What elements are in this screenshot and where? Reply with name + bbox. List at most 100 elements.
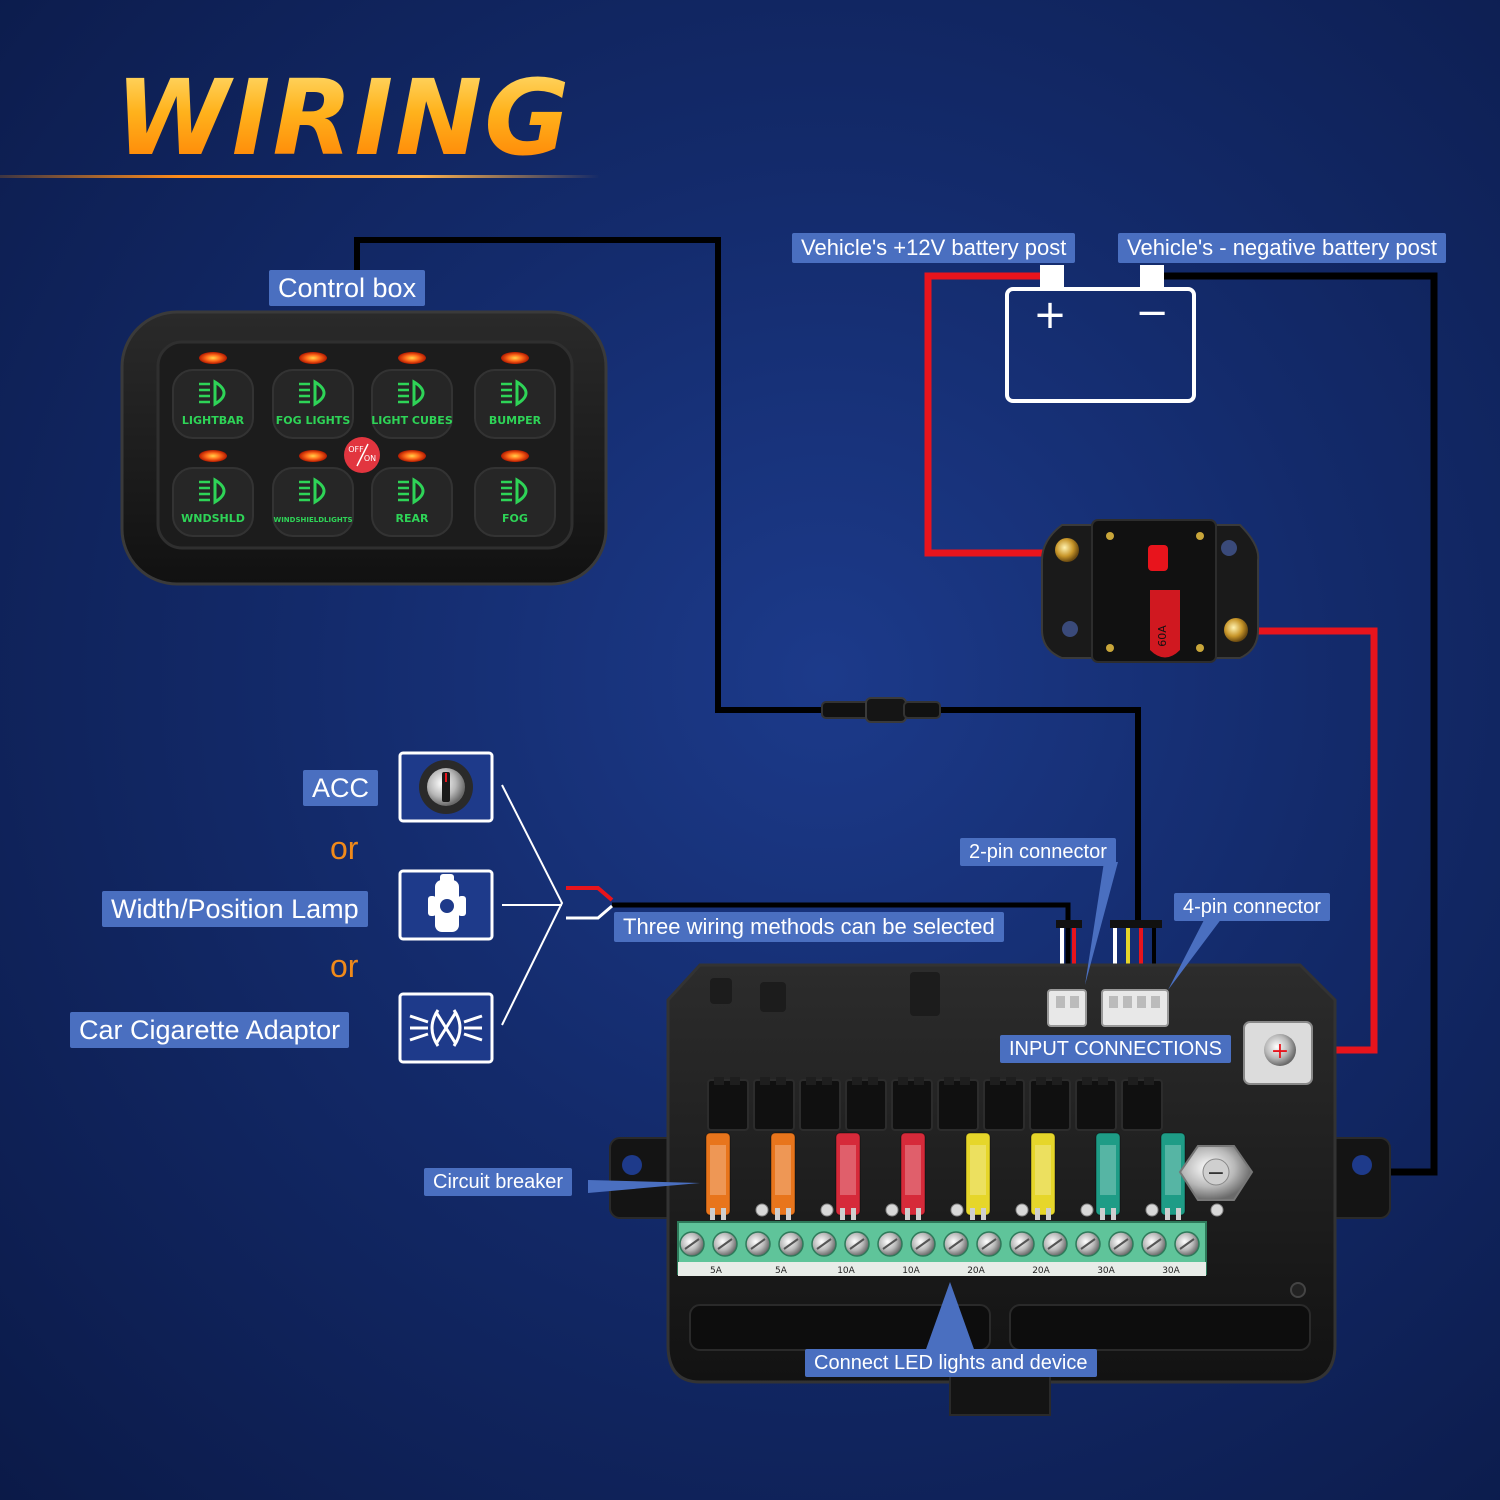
control-box-label: Control box: [269, 270, 426, 306]
battery-icon: + −: [1005, 265, 1196, 403]
relay-slot: [753, 1077, 795, 1131]
relay-slot: [937, 1077, 979, 1131]
page-title: WIRING: [115, 57, 572, 179]
cigarette-adaptor-label: Car Cigarette Adaptor: [70, 1012, 350, 1048]
indicator-led: [199, 352, 227, 364]
terminal-screw[interactable]: [1174, 1231, 1200, 1257]
indicator-led: [501, 352, 529, 364]
headlight-icon: [398, 379, 425, 407]
panel-button-6[interactable]: WINDSHIELDLIGHTS: [272, 450, 354, 537]
panel-button-label: LIGHTBAR: [182, 414, 245, 427]
terminal-screw[interactable]: [1075, 1231, 1101, 1257]
position-lamp-icon: [398, 869, 494, 941]
relay-slot: [1075, 1077, 1117, 1131]
positive-terminal: +: [1243, 1021, 1313, 1085]
relay-slot: [983, 1077, 1025, 1131]
fuse-rating-label: 10A: [837, 1266, 855, 1276]
circuit-breaker-device: 60A: [1041, 519, 1260, 663]
cable-inline-connector: [821, 697, 941, 723]
three-wiring-methods-label: Three wiring methods can be selected: [614, 912, 1004, 942]
two-pin-connector-label: 2-pin connector: [960, 838, 1116, 866]
indicator-led: [299, 352, 327, 364]
terminal-screw[interactable]: [943, 1231, 969, 1257]
indicator-led: [299, 450, 327, 462]
two-pin-input-connector: [1047, 989, 1087, 1027]
panel-button-5[interactable]: WNDSHLD: [172, 450, 254, 537]
blade-fuse[interactable]: [705, 1132, 769, 1220]
indicator-led: [199, 450, 227, 462]
fuse-rating-label: 20A: [967, 1266, 985, 1276]
relay-slot: [1029, 1077, 1071, 1131]
battery-plus-sign: +: [1033, 292, 1067, 338]
terminal-screw[interactable]: [877, 1231, 903, 1257]
fuse-rating-label: 5A: [710, 1266, 723, 1276]
blade-fuse[interactable]: [900, 1132, 964, 1220]
four-pin-input-connector: [1101, 989, 1169, 1027]
or-separator-2: or: [330, 948, 359, 984]
headlight-icon: [199, 379, 226, 407]
terminal-screw[interactable]: [1108, 1231, 1134, 1257]
input-connections-label: INPUT CONNECTIONS: [1000, 1035, 1231, 1063]
indicator-led: [398, 352, 426, 364]
two-pin-black-wire: [612, 902, 1071, 988]
fuse-rating-label: 30A: [1097, 1266, 1115, 1276]
panel-button-label: WINDSHIELDLIGHTS: [273, 516, 352, 524]
blade-fuse[interactable]: [1160, 1132, 1224, 1220]
headlight-icon: [199, 477, 226, 505]
relay-slot: [1121, 1077, 1163, 1131]
panel-button-7[interactable]: REAR: [371, 450, 453, 537]
battery-minus-sign: −: [1135, 290, 1169, 336]
negative-battery-post-label: Vehicle's - negative battery post: [1118, 233, 1446, 263]
four-pin-connector-label: 4-pin connector: [1174, 893, 1330, 921]
breaker-rating: 60A: [1156, 625, 1169, 647]
blade-fuse[interactable]: [835, 1132, 899, 1220]
terminal-screw[interactable]: [712, 1231, 738, 1257]
negative-terminal-sign: −: [1207, 1161, 1225, 1186]
panel-button-1[interactable]: LIGHTBAR: [172, 352, 254, 439]
fuse-row: [705, 1132, 1224, 1220]
indicator-led: [398, 450, 426, 462]
panel-button-label: FOG: [502, 512, 528, 525]
circuit-breaker-label: Circuit breaker: [424, 1168, 573, 1196]
terminal-screw[interactable]: [976, 1231, 1002, 1257]
two-pin-white-wire: [566, 904, 613, 920]
fuse-rating-label: 5A: [775, 1266, 788, 1276]
panel-button-8[interactable]: FOG: [474, 450, 556, 537]
fuse-rating-label: 30A: [1162, 1266, 1180, 1276]
terminal-screw[interactable]: [811, 1231, 837, 1257]
two-pin-red-wire: [566, 886, 614, 902]
or-separator-1: or: [330, 830, 359, 866]
terminal-screw[interactable]: [910, 1231, 936, 1257]
positive-battery-post-label: Vehicle's +12V battery post: [792, 233, 1076, 263]
terminal-screw[interactable]: [679, 1231, 705, 1257]
headlight-icon: [501, 477, 528, 505]
negative-terminal: −: [1178, 1145, 1254, 1201]
panel-button-4[interactable]: BUMPER: [474, 352, 556, 439]
terminal-screw[interactable]: [1042, 1231, 1068, 1257]
blade-fuse[interactable]: [770, 1132, 834, 1220]
terminal-screw[interactable]: [778, 1231, 804, 1257]
terminal-screw[interactable]: [1009, 1231, 1035, 1257]
blade-fuse[interactable]: [1095, 1132, 1159, 1220]
positive-wire-battery: [924, 272, 1055, 557]
relay-slot: [891, 1077, 933, 1131]
terminal-screw[interactable]: [745, 1231, 771, 1257]
center-power-switch[interactable]: OFF ON: [344, 437, 380, 473]
selector-lines: [501, 784, 564, 1026]
headlight-icon: [299, 379, 326, 407]
control-box: LIGHTBAR FOG LIGHTS LIGHT CUBES BUMPER WNDSH…: [120, 310, 608, 586]
panel-button-2[interactable]: FOG LIGHTS: [272, 352, 354, 439]
control-cable: [354, 237, 1141, 925]
headlight-icon: [299, 477, 326, 505]
blade-fuse[interactable]: [965, 1132, 1029, 1220]
terminal-screw[interactable]: [844, 1231, 870, 1257]
panel-button-label: BUMPER: [489, 414, 542, 427]
panel-button-label: LIGHT CUBES: [371, 414, 453, 427]
panel-button-3[interactable]: LIGHT CUBES: [371, 352, 453, 439]
blade-fuse[interactable]: [1030, 1132, 1094, 1220]
terminal-screw[interactable]: [1141, 1231, 1167, 1257]
relay-slot: [707, 1077, 749, 1131]
